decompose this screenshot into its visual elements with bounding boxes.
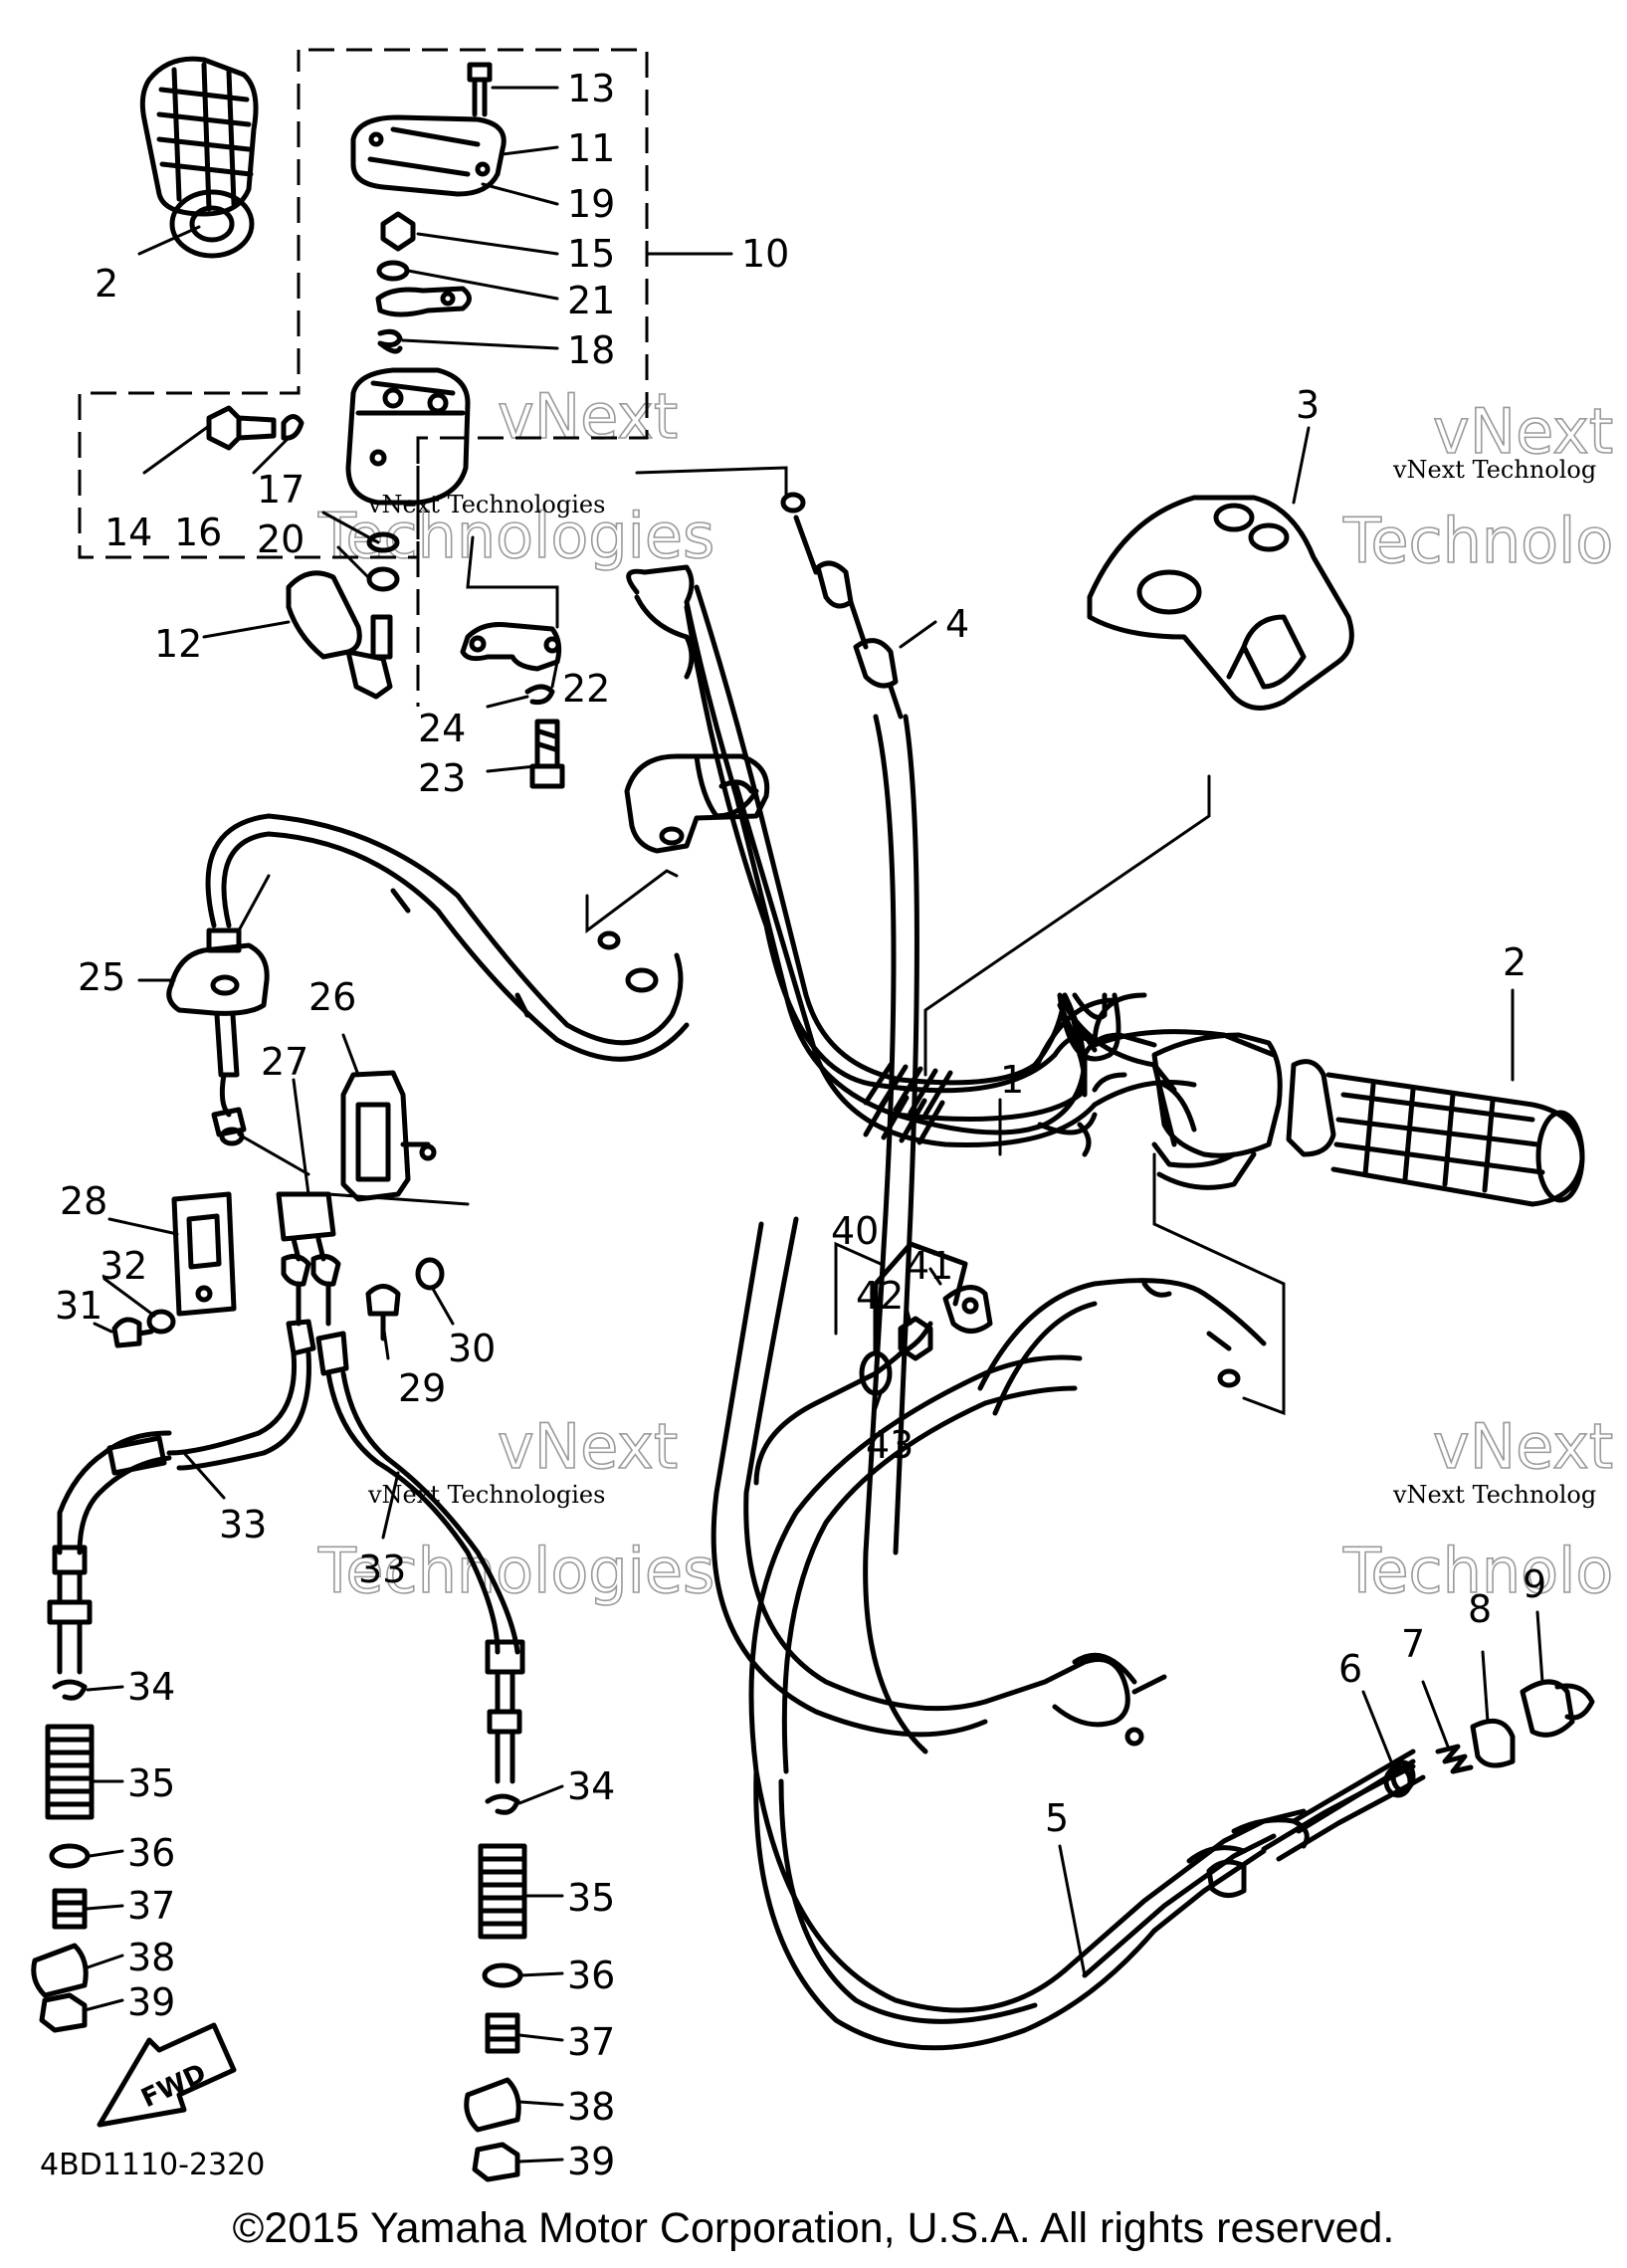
copyright-notice: ©2015 Yamaha Motor Corporation, U.S.A. A… — [232, 2204, 1395, 2252]
right-grip — [1151, 1032, 1585, 1207]
watermark-small-3: vNext Technologies — [367, 1481, 605, 1509]
diagram-code: 4BD1110-2320 — [40, 2148, 265, 2182]
callout-27: 27 — [261, 1040, 308, 1084]
callout-38-left: 38 — [127, 1936, 175, 1979]
callout-13: 13 — [567, 67, 615, 110]
callout-32: 32 — [100, 1244, 147, 1288]
watermark-large-1a: vNext — [498, 380, 678, 453]
callout-19: 19 — [567, 182, 615, 226]
callout-36-left: 36 — [127, 1831, 175, 1875]
throttle-cable — [780, 471, 928, 1754]
callout-numbers: 1 2 2 3 4 5 6 7 8 9 10 11 12 13 14 15 16… — [55, 67, 1546, 2183]
callout-34-right: 34 — [567, 1764, 615, 1808]
callout-30: 30 — [448, 1327, 496, 1370]
callout-3: 3 — [1296, 383, 1320, 427]
callout-25: 25 — [78, 955, 125, 999]
callout-7: 7 — [1401, 1622, 1425, 1666]
callout-23: 23 — [418, 756, 466, 800]
watermark-large-4b: Technolo — [1342, 1535, 1613, 1607]
brake-cables — [205, 813, 1416, 2013]
leader-lines — [83, 86, 1544, 2164]
watermark-large-4a: vNext — [1433, 1410, 1613, 1483]
callout-34-left: 34 — [127, 1665, 175, 1709]
callout-43: 43 — [866, 1423, 914, 1467]
callout-17: 17 — [257, 468, 305, 512]
switch-assembly — [111, 928, 470, 1376]
callout-10: 10 — [741, 232, 789, 276]
right-spring-stack — [464, 1793, 527, 2182]
callout-41: 41 — [906, 1244, 953, 1288]
callout-35-left: 35 — [127, 1761, 175, 1805]
watermark-large-3b: Technologies — [317, 1535, 714, 1607]
callout-26: 26 — [308, 975, 356, 1019]
watermark-large-3a: vNext — [498, 1410, 678, 1483]
callout-42: 42 — [856, 1274, 904, 1318]
callout-4: 4 — [945, 602, 969, 646]
callout-33-right: 33 — [358, 1547, 406, 1591]
watermark-small-4: vNext Technolog — [1392, 1481, 1596, 1509]
fwd-arrow: FWD — [97, 2022, 237, 2128]
callout-31: 31 — [55, 1284, 102, 1328]
callout-14: 14 — [104, 511, 152, 554]
handlebar — [624, 564, 1177, 1157]
left-grip — [139, 56, 259, 259]
callout-5: 5 — [1045, 1796, 1069, 1840]
callout-38-right: 38 — [567, 2085, 615, 2129]
callout-21: 21 — [567, 279, 615, 322]
assembly-outlines — [78, 48, 649, 707]
watermark-small-2: vNext Technolog — [1392, 456, 1596, 484]
callout-36-right: 36 — [567, 1954, 615, 1997]
throttle-cover — [1087, 495, 1354, 711]
callout-15: 15 — [567, 232, 615, 276]
callout-9: 9 — [1523, 1562, 1546, 1606]
callout-24: 24 — [418, 707, 466, 750]
lever-bracket — [873, 1241, 993, 1361]
callout-39-left: 39 — [127, 1980, 175, 2024]
callout-20: 20 — [257, 517, 305, 561]
callout-37-left: 37 — [127, 1884, 175, 1928]
callout-2-right: 2 — [1503, 940, 1526, 984]
callout-1: 1 — [1000, 1058, 1024, 1102]
callout-11: 11 — [567, 126, 615, 170]
callout-2-left: 2 — [95, 262, 118, 306]
watermark-large-2b: Technolo — [1342, 505, 1613, 577]
watermark-large-2a: vNext — [1433, 395, 1613, 468]
cable-5 — [753, 1679, 1595, 2051]
callout-37-right: 37 — [567, 2020, 615, 2064]
callout-12: 12 — [154, 622, 202, 666]
callout-40: 40 — [831, 1209, 879, 1253]
callout-22: 22 — [562, 667, 610, 711]
fwd-label: FWD — [137, 2058, 211, 2114]
callout-8: 8 — [1468, 1587, 1492, 1631]
watermark-layer: vNext Technologies vNext Technologies vN… — [316, 379, 1614, 1608]
left-spring-stack — [31, 1679, 95, 2033]
callout-18: 18 — [567, 328, 615, 372]
callout-29: 29 — [398, 1366, 446, 1410]
callout-16: 16 — [174, 511, 222, 554]
callout-6: 6 — [1338, 1647, 1362, 1691]
callout-39-right: 39 — [567, 2140, 615, 2183]
callout-33-left: 33 — [219, 1503, 267, 1546]
callout-35-right: 35 — [567, 1876, 615, 1920]
callout-28: 28 — [60, 1179, 107, 1223]
